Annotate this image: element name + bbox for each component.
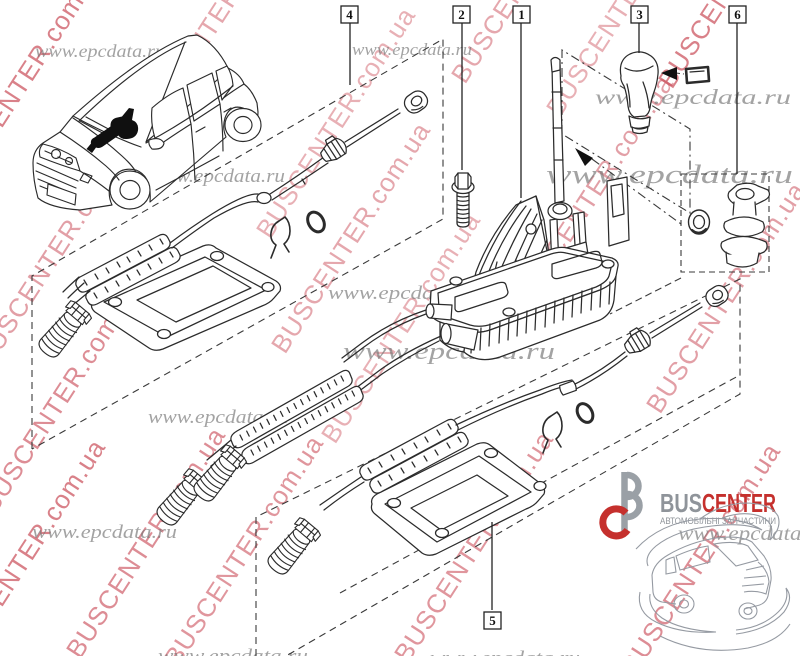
svg-text:АВТОМОБІЛЬНІ ЗАПЧАСТИНИ: АВТОМОБІЛЬНІ ЗАПЧАСТИНИ	[660, 516, 776, 527]
svg-text:6: 6	[734, 7, 741, 22]
svg-text:BUS: BUS	[660, 488, 702, 518]
svg-text:4: 4	[346, 7, 353, 22]
svg-text:www.epcdata.ru: www.epcdata.ru	[35, 41, 165, 61]
svg-text:3: 3	[636, 7, 643, 22]
svg-text:5: 5	[489, 613, 496, 628]
svg-text:www.epcdata.ru: www.epcdata.ru	[158, 646, 308, 656]
svg-text:2: 2	[458, 7, 465, 22]
svg-text:www.epcdata.ru: www.epcdata.ru	[32, 522, 177, 543]
svg-text:www.epcdata.ru: www.epcdata.ru	[352, 40, 472, 59]
svg-text:www.epcdata.ru: www.epcdata.ru	[430, 648, 580, 656]
svg-text:1: 1	[518, 7, 525, 22]
